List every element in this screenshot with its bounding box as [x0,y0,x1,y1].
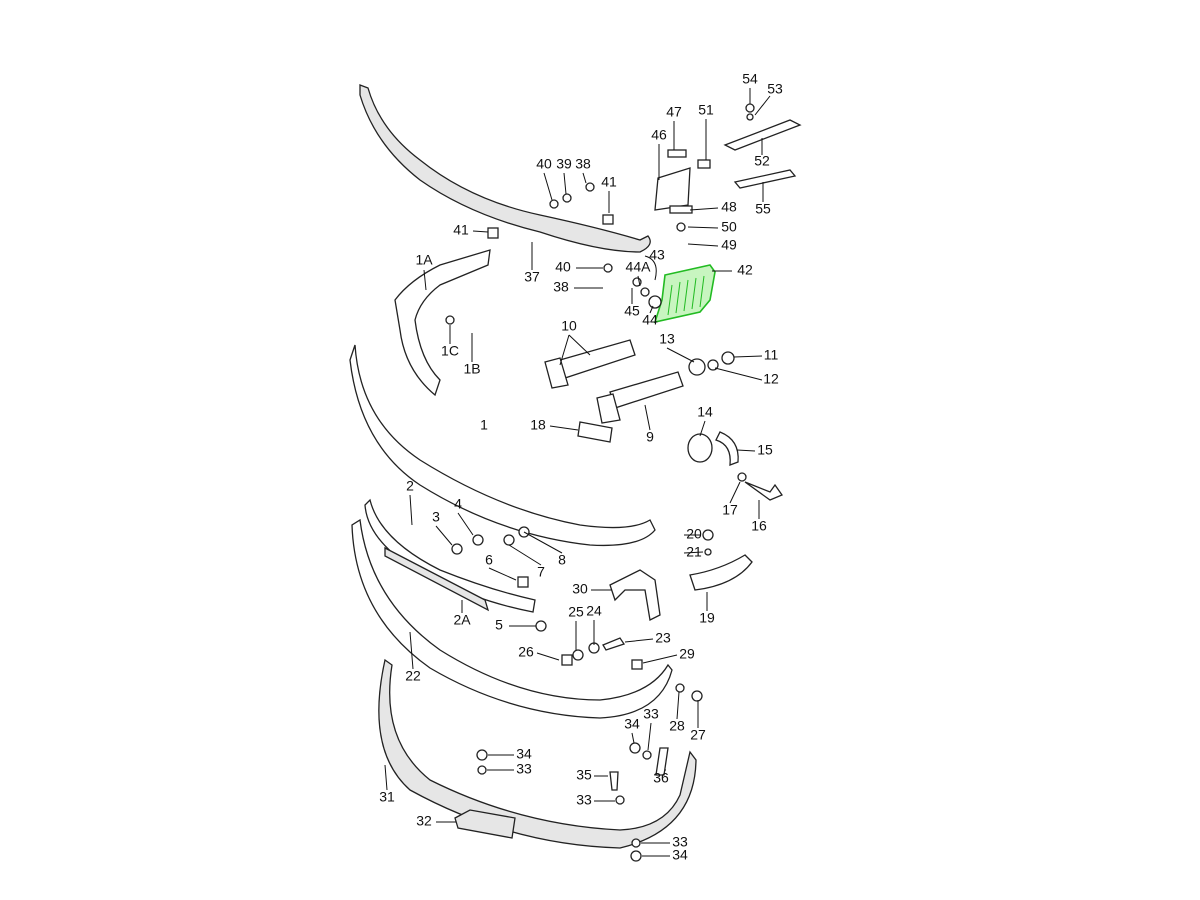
label-29: 29 [679,646,695,662]
label-34: 34 [516,746,532,762]
label-11: 11 [764,347,779,363]
label-17: 17 [722,502,738,518]
label-1a: 1A [415,252,433,268]
part-labels: 54 53 52 55 47 51 46 48 50 49 40 39 38 4… [379,71,783,863]
label-54: 54 [742,71,758,87]
label-44a: 44A [626,259,652,275]
part-30-bracket [609,569,661,621]
label-32: 32 [416,813,432,829]
label-53: 53 [767,81,783,97]
label-35: 35 [576,767,592,783]
label-45: 45 [624,303,640,319]
part-16-bolt [744,481,783,501]
label-15: 15 [757,442,773,458]
part-10-9-shock-absorbers [544,339,684,424]
small-fasteners [445,103,755,862]
label-2a: 2A [453,612,471,628]
label-4: 4 [454,496,462,512]
label-40: 40 [555,259,571,275]
label-3: 3 [432,509,440,525]
label-1b: 1B [463,361,480,377]
label-8: 8 [558,552,566,568]
leader-lines [384,88,771,857]
label-40: 40 [536,156,552,172]
label-38: 38 [553,279,569,295]
part-18-plate [577,421,613,443]
label-44: 44 [642,312,658,328]
part-2a-rubber-strip [384,546,490,612]
label-33: 33 [643,706,659,722]
label-27: 27 [690,727,706,743]
label-31: 31 [379,789,395,805]
label-9: 9 [646,429,654,445]
label-25: 25 [568,604,584,620]
label-50: 50 [721,219,737,235]
part-32-bracket [454,809,516,839]
label-2: 2 [406,478,414,494]
part-19-corner-trim [689,554,753,591]
label-41: 41 [601,174,617,190]
label-43: 43 [649,247,665,263]
part-14-15-clamp [687,431,739,466]
label-26: 26 [518,644,534,660]
label-1c: 1C [441,343,459,359]
label-38: 38 [575,156,591,172]
label-18: 18 [530,417,546,433]
label-36: 36 [653,770,669,786]
label-42: 42 [737,262,753,278]
label-21: 21 [686,544,702,560]
part-1a-side-strip [394,249,491,397]
label-33: 33 [672,834,688,850]
label-19: 19 [699,610,715,626]
label-48: 48 [721,199,737,215]
label-22: 22 [405,668,421,684]
label-28: 28 [669,718,685,734]
label-49: 49 [721,237,737,253]
label-52: 52 [754,153,770,169]
label-41: 41 [453,222,469,238]
label-47: 47 [666,104,682,120]
part-1-bumper [349,344,656,547]
label-24: 24 [586,603,602,619]
label-5: 5 [495,617,503,633]
label-37: 37 [524,269,540,285]
label-7: 7 [537,564,545,580]
label-10: 10 [561,318,577,334]
label-20: 20 [686,526,702,542]
label-12: 12 [763,371,779,387]
part-22-bumper-lower [351,518,673,719]
label-6: 6 [485,552,493,568]
part-31-spoiler [378,658,697,849]
label-33: 33 [516,761,532,777]
part-52-55-brackets [654,119,802,211]
label-30: 30 [572,581,588,597]
part-42-grille-highlighted [653,264,716,324]
label-51: 51 [698,102,714,118]
label-34: 34 [624,716,640,732]
label-1: 1 [480,417,488,433]
label-13: 13 [659,331,675,347]
label-39: 39 [556,156,572,172]
part-37-bumper-guard-top [359,84,651,253]
label-46: 46 [651,127,667,143]
label-16: 16 [751,518,767,534]
label-23: 23 [655,630,671,646]
label-14: 14 [697,404,713,420]
label-33: 33 [576,792,592,808]
label-34: 34 [672,847,688,863]
label-55: 55 [755,201,771,217]
